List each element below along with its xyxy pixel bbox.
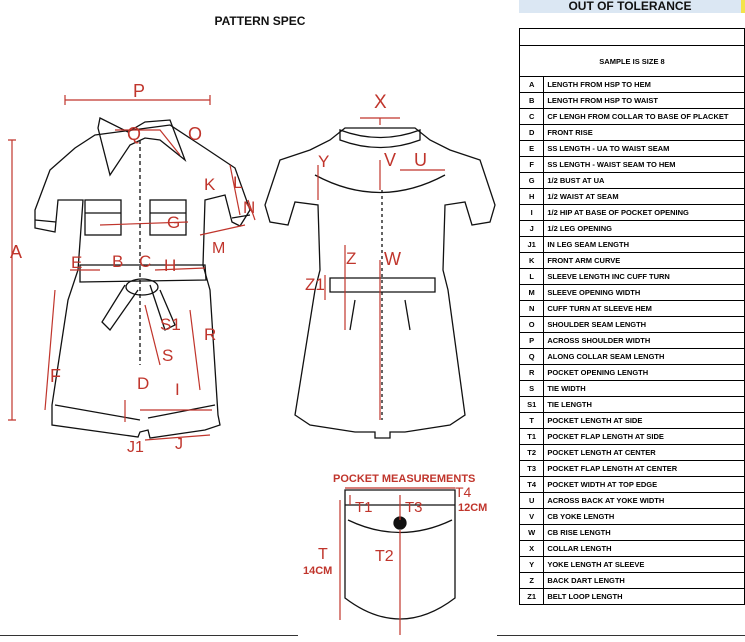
- front-measure-label: N: [243, 198, 256, 217]
- back-measure-label: Z1: [305, 275, 325, 294]
- front-measure-label: P: [133, 81, 146, 101]
- front-measure-label: O: [188, 124, 203, 144]
- measurement-code: K: [518, 252, 545, 269]
- back-measure-label: W: [384, 249, 401, 269]
- front-measure-label: G: [167, 213, 181, 232]
- measurement-description: BELT LOOP LENGTH: [543, 588, 745, 605]
- back-romper-sketch: [264, 127, 496, 439]
- measurement-code: Q: [518, 348, 545, 365]
- front-measure-label: S1: [160, 315, 181, 334]
- back-measure-label: U: [414, 150, 427, 170]
- tolerance-header: OUT OF TOLERANCE: [519, 0, 741, 13]
- pocket-measure-label: T4: [455, 484, 472, 500]
- measure-lines: [8, 95, 455, 635]
- pocket-title: POCKET MEASUREMENTS: [333, 473, 476, 485]
- front-measure-label: Q: [127, 124, 142, 144]
- pocket-width-value: 12CM: [458, 502, 488, 514]
- pocket-length-value: 14CM: [303, 565, 333, 577]
- front-measure-label: F: [50, 366, 61, 386]
- back-measure-label: V: [384, 150, 397, 170]
- front-measure-label: M: [212, 240, 226, 257]
- measurement-code: U: [518, 492, 545, 509]
- back-measure-label: Z: [346, 249, 357, 268]
- pocket-measure-label: T3: [405, 499, 423, 516]
- table-size-row: SAMPLE IS SIZE 8: [519, 45, 745, 77]
- front-measure-label: D: [137, 374, 150, 393]
- front-measure-label: K: [204, 175, 216, 194]
- pocket-measure-label: T: [318, 546, 328, 563]
- front-measure-label: L: [233, 173, 243, 192]
- front-romper-sketch: [34, 117, 251, 439]
- pocket-measure-label: T1: [355, 499, 373, 516]
- measurement-code: E: [518, 140, 545, 157]
- front-measure-label: C: [139, 252, 152, 271]
- front-measure-label: S: [162, 346, 174, 365]
- back-measure-label: Y: [318, 152, 330, 171]
- footer-rule-left: [0, 635, 298, 636]
- front-measure-label: J1: [127, 439, 144, 456]
- footer-rule-right: [497, 635, 745, 636]
- measurement-code: L: [518, 268, 545, 285]
- front-measure-label: B: [112, 252, 124, 271]
- measurement-code: Z1: [518, 588, 545, 605]
- front-measure-label: E: [71, 253, 83, 272]
- front-measure-label: A: [10, 242, 23, 262]
- size-note: SAMPLE IS SIZE 8: [519, 45, 745, 77]
- back-measure-label: X: [374, 92, 387, 113]
- front-measure-label: I: [175, 380, 180, 399]
- pocket-measure-label: T2: [375, 548, 394, 565]
- page-title: PATTERN SPEC: [214, 14, 306, 28]
- measurement-code: F: [518, 156, 545, 173]
- front-measure-label: R: [204, 325, 217, 344]
- tolerance-header-accent: [741, 0, 745, 13]
- front-measure-label: H: [164, 256, 177, 275]
- front-measure-label: J: [175, 436, 183, 453]
- measurement-code: Y: [518, 556, 545, 573]
